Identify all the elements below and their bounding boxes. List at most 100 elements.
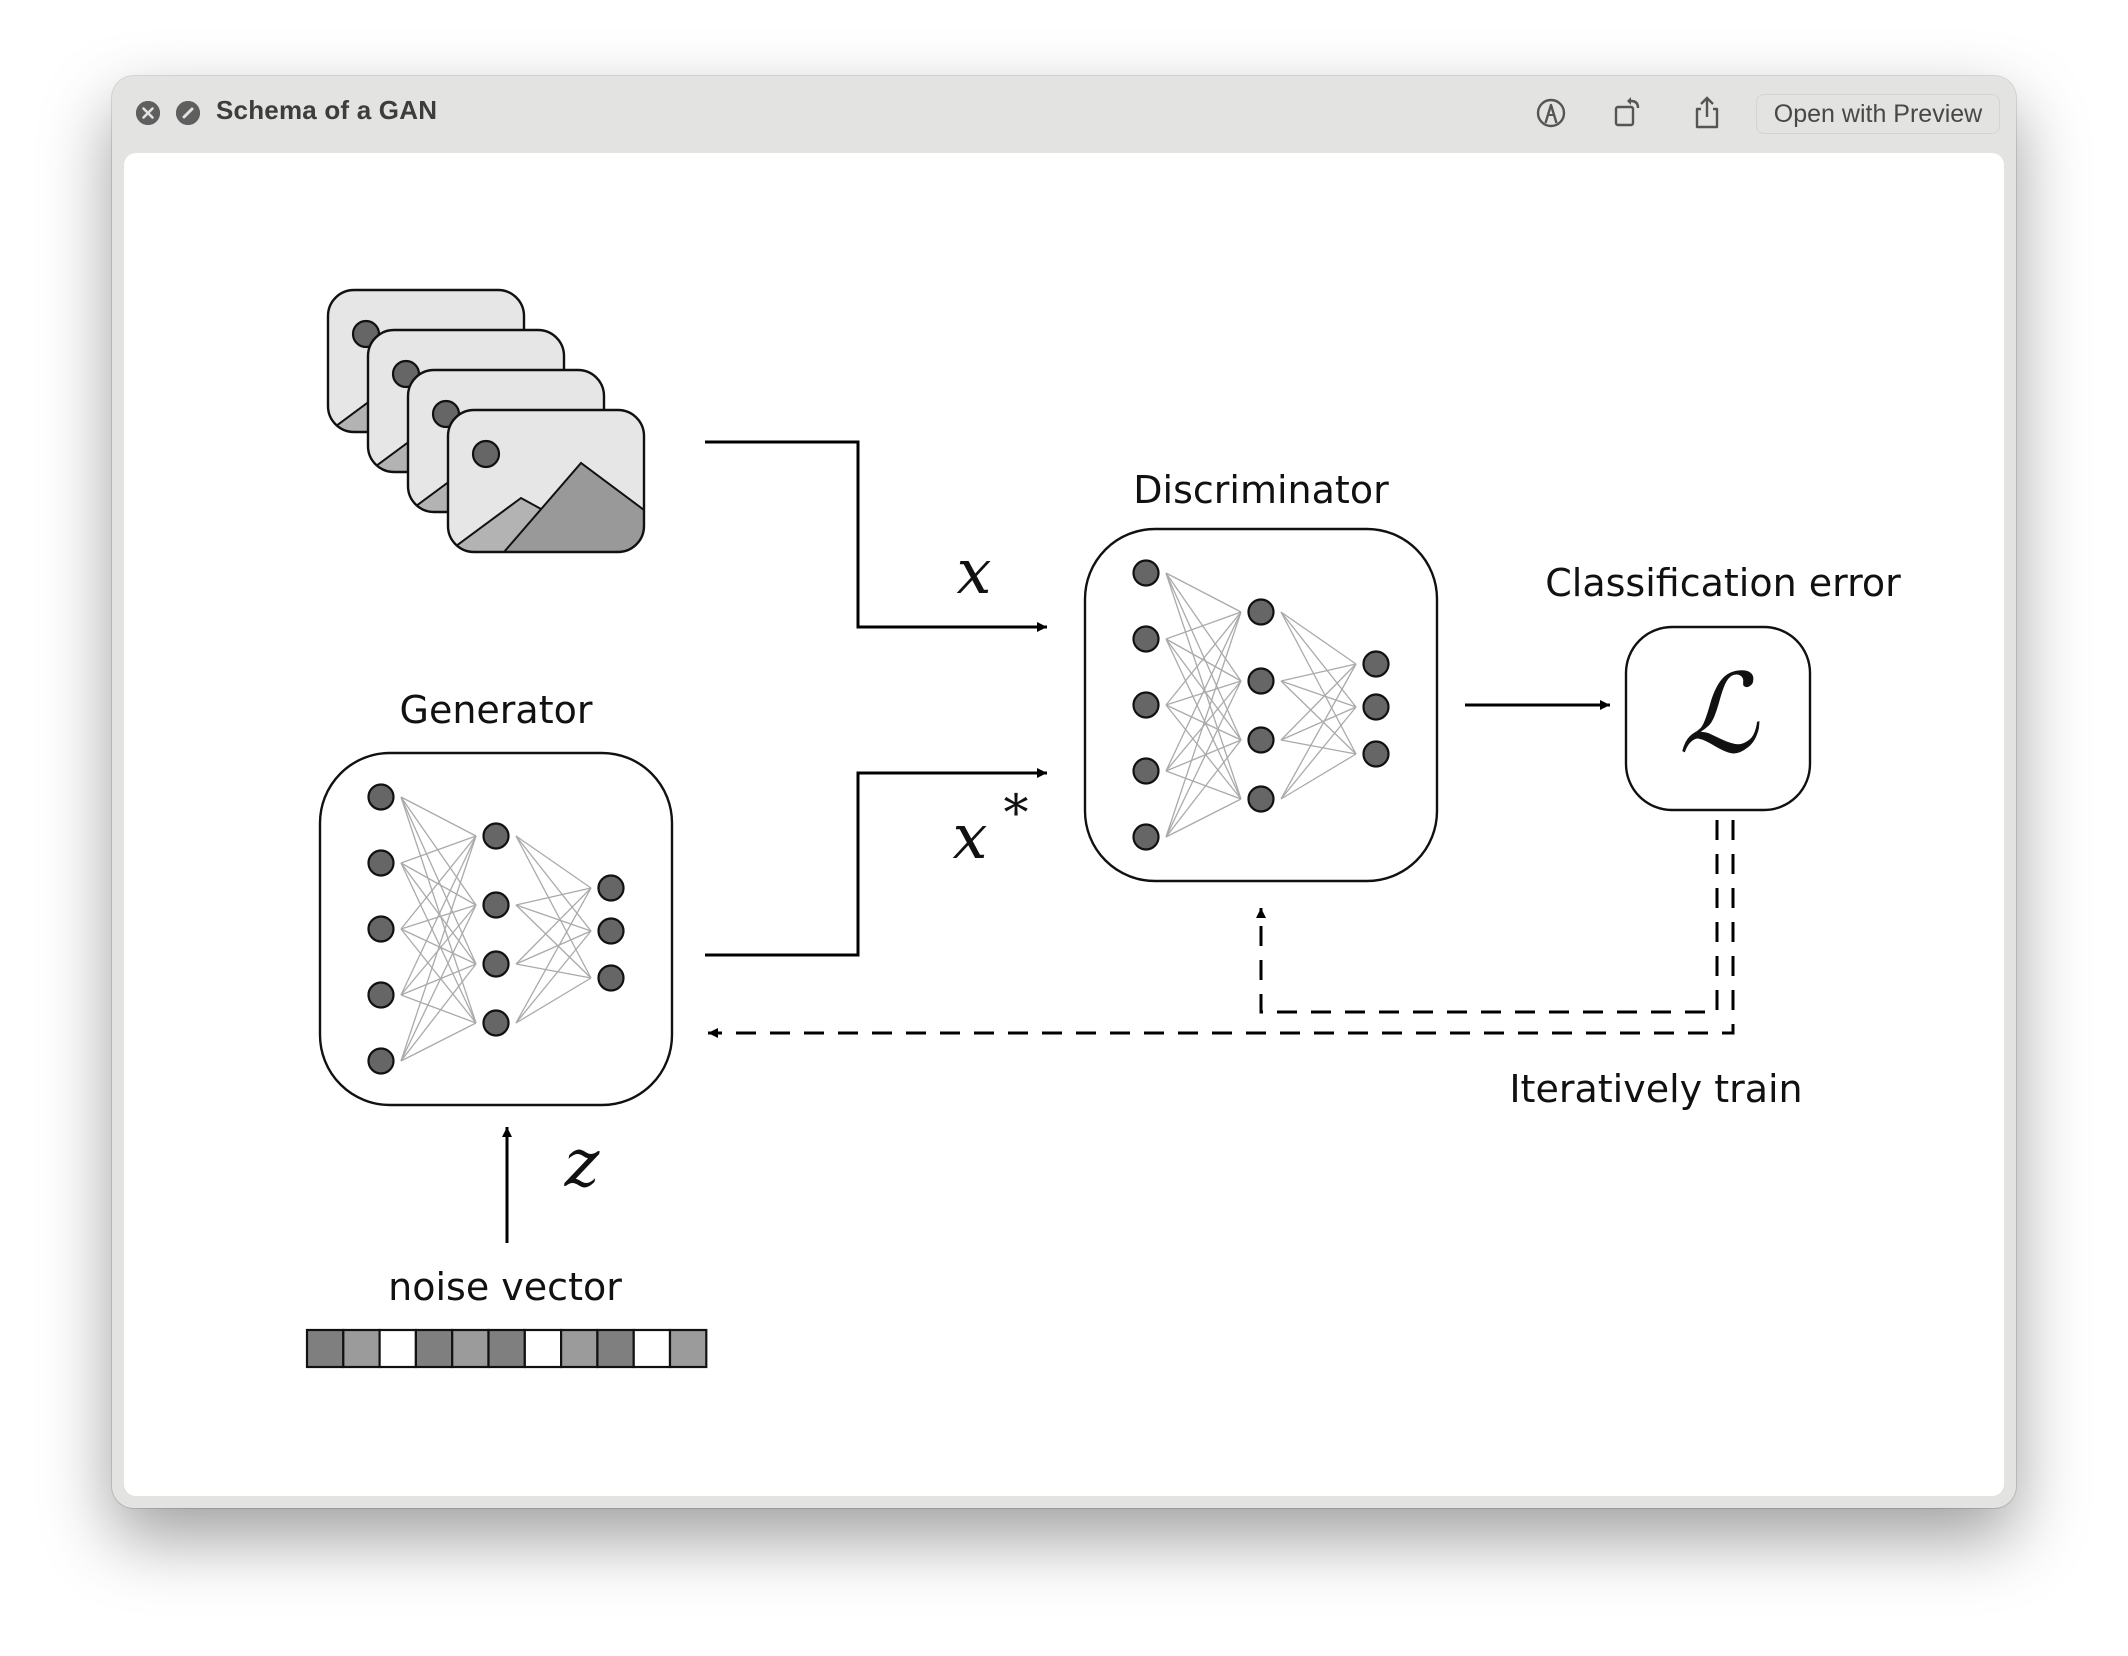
noise-cell <box>596 1328 635 1369</box>
loss-box <box>1624 625 1812 812</box>
network-node <box>1362 693 1390 721</box>
discriminator-label: Discriminator <box>1133 468 1389 512</box>
network-node <box>597 964 625 992</box>
real-image-card <box>446 408 646 554</box>
network-edge <box>400 835 477 930</box>
noise-cell <box>487 1328 526 1369</box>
noise-cell <box>668 1328 708 1369</box>
share-button[interactable] <box>1689 95 1725 131</box>
network-node <box>597 917 625 945</box>
noise-cell <box>342 1328 381 1369</box>
noise-cell <box>632 1328 672 1369</box>
network-edge <box>515 835 592 979</box>
noise-cell <box>414 1328 454 1369</box>
network-node <box>367 849 395 877</box>
network-node <box>367 1047 395 1075</box>
network-node <box>1132 691 1160 719</box>
network-edge <box>515 887 592 906</box>
network-edge <box>400 835 477 864</box>
rotate-left-icon <box>1614 97 1640 127</box>
noise-cell <box>451 1328 490 1369</box>
close-button[interactable] <box>136 101 160 125</box>
connectors <box>502 440 1812 1243</box>
network-edge <box>1165 739 1242 838</box>
network-edge <box>1165 611 1242 772</box>
noise-cell <box>523 1328 563 1369</box>
noise-cell <box>559 1328 599 1369</box>
generator-label: Generator <box>399 688 593 732</box>
fullscreen-slash-icon <box>176 101 200 125</box>
network-edge <box>1280 663 1357 741</box>
real-sample-arrow <box>705 440 1047 632</box>
network-edge <box>1165 572 1242 613</box>
network-edge <box>1165 680 1242 838</box>
network-edge <box>1165 638 1242 741</box>
loss-symbol: ℒ <box>1678 650 1758 778</box>
network-edge <box>1165 704 1242 800</box>
fullscreen-button[interactable] <box>176 101 200 125</box>
network-edge <box>400 862 477 965</box>
classification-error-label: Classification error <box>1545 561 1901 605</box>
network-edge <box>1280 706 1357 741</box>
network-node <box>1132 823 1160 851</box>
network-edge <box>1165 770 1242 800</box>
network-edge <box>515 904 592 979</box>
train-generator-arrow <box>708 820 1735 1038</box>
network-edge <box>515 835 592 889</box>
network-edge <box>515 887 592 1024</box>
share-icon <box>1695 96 1719 129</box>
network-node <box>1362 650 1390 678</box>
network-edge <box>400 835 477 1062</box>
sun-circle <box>471 439 501 469</box>
network-edge <box>400 796 477 837</box>
network-edge <box>515 963 592 979</box>
network-edge <box>515 930 592 1024</box>
network-edge <box>400 796 477 965</box>
real-sample-label: x <box>956 535 992 608</box>
fake-sample-arrow <box>705 768 1047 957</box>
network-edge <box>1165 611 1242 838</box>
noise-cell <box>305 1328 345 1369</box>
network-node <box>367 981 395 1009</box>
network-edge <box>515 887 592 965</box>
network-node <box>1247 726 1275 754</box>
train-discriminator-arrow <box>1256 820 1719 1014</box>
network-edge <box>400 1022 477 1062</box>
noise-vector <box>305 1328 708 1369</box>
network-edge <box>515 977 592 1024</box>
network-node <box>1362 740 1390 768</box>
network-edge <box>400 796 477 1024</box>
open-with-preview-button[interactable]: Open with Preview <box>1756 94 2000 134</box>
network-edge <box>1165 572 1242 800</box>
network-edge <box>400 963 477 1062</box>
network-node <box>1132 757 1160 785</box>
network-edge <box>400 904 477 1062</box>
network-edge <box>1165 611 1242 706</box>
network-edge <box>515 930 592 965</box>
fake-sample-label: x <box>952 800 988 873</box>
fake-sample-superscript: * <box>1003 784 1029 842</box>
network-edge <box>1280 663 1357 682</box>
network-edge <box>400 835 477 996</box>
network-node <box>367 915 395 943</box>
network-node <box>482 891 510 919</box>
network-box <box>1083 527 1439 883</box>
network-node <box>1132 559 1160 587</box>
network-edge <box>1165 739 1242 772</box>
network-edge <box>1280 611 1357 755</box>
network-node <box>1247 785 1275 813</box>
network-node <box>1247 667 1275 695</box>
network-edge <box>400 963 477 996</box>
markup-button[interactable] <box>1533 95 1569 131</box>
noise-vector-label: noise vector <box>388 1265 622 1309</box>
real-images-stack <box>326 288 646 554</box>
network-edges <box>1165 572 1357 838</box>
network-edge <box>1165 798 1242 838</box>
network-node <box>482 822 510 850</box>
network-edge <box>1165 611 1242 640</box>
network-box <box>318 751 674 1107</box>
network-node <box>1247 598 1275 626</box>
rotate-button[interactable] <box>1611 95 1647 131</box>
network-edge <box>400 796 477 906</box>
